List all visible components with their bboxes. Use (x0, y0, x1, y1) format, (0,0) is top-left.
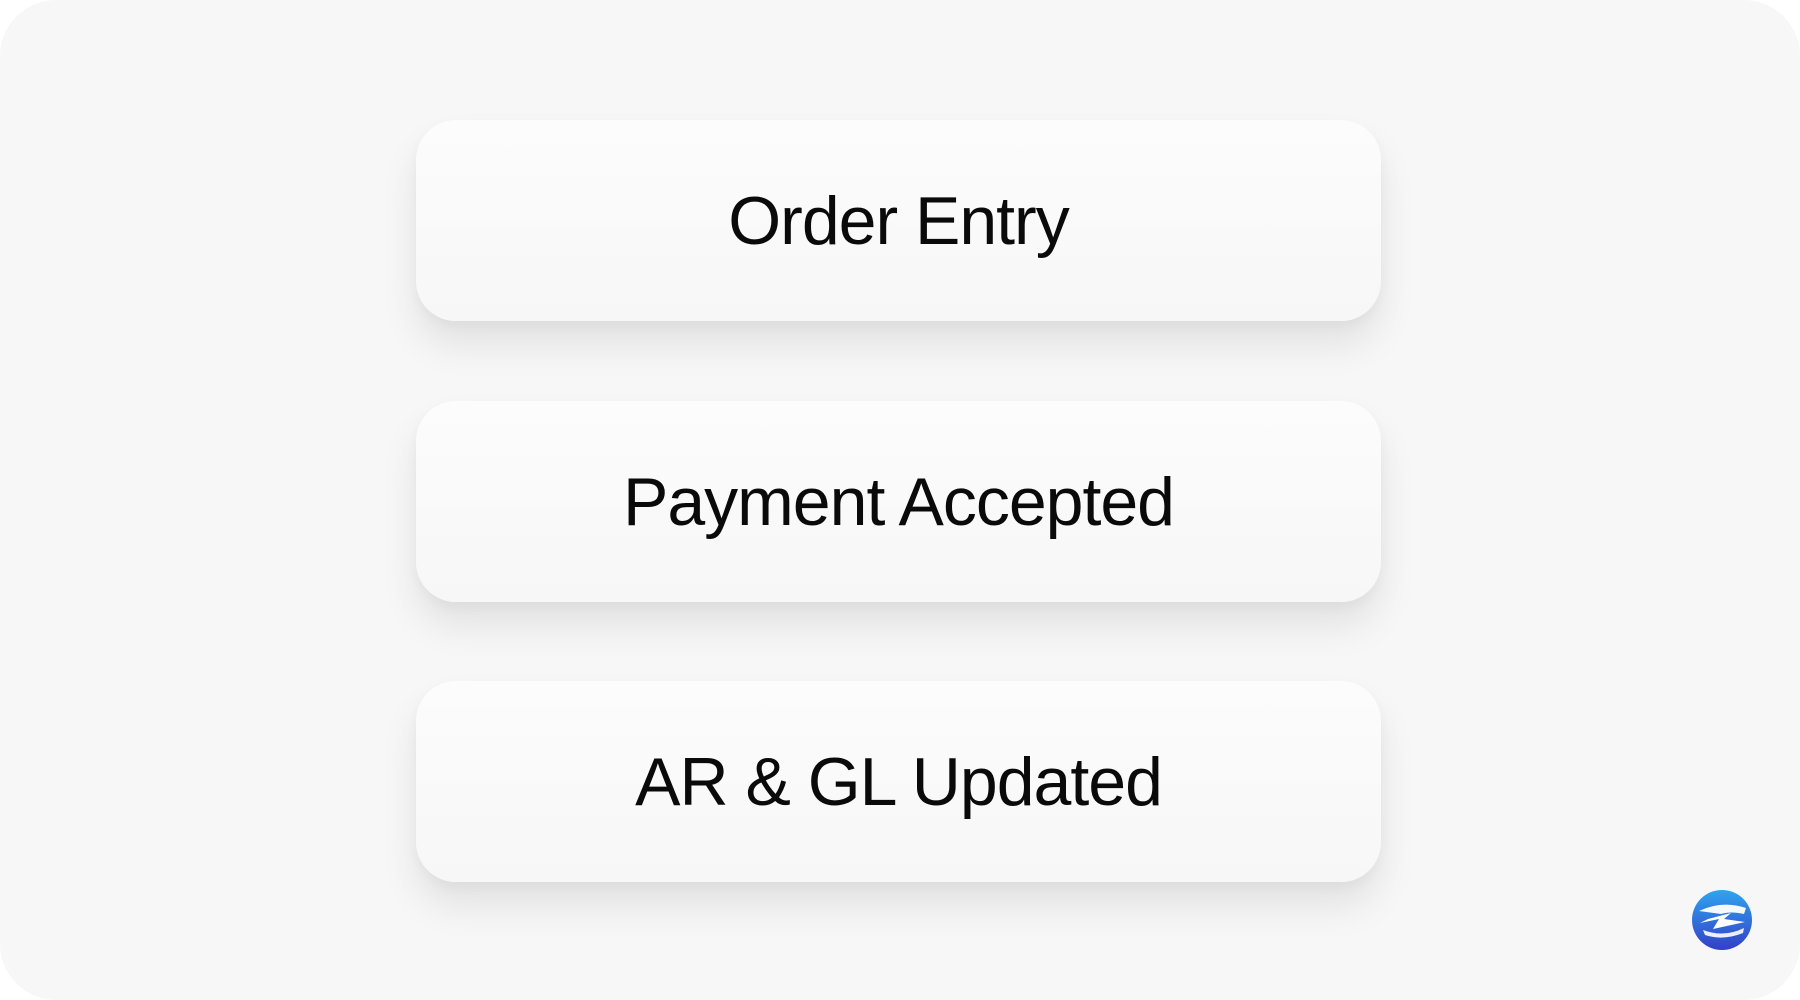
step-card-payment-accepted: Payment Accepted (416, 401, 1381, 602)
lightning-bolt-icon (1692, 890, 1752, 950)
step-label: AR & GL Updated (635, 743, 1163, 820)
step-card-order-entry: Order Entry (416, 120, 1381, 321)
step-label: Payment Accepted (622, 463, 1175, 540)
step-card-ar-gl-updated: AR & GL Updated (416, 681, 1381, 882)
step-label: Order Entry (728, 182, 1069, 259)
